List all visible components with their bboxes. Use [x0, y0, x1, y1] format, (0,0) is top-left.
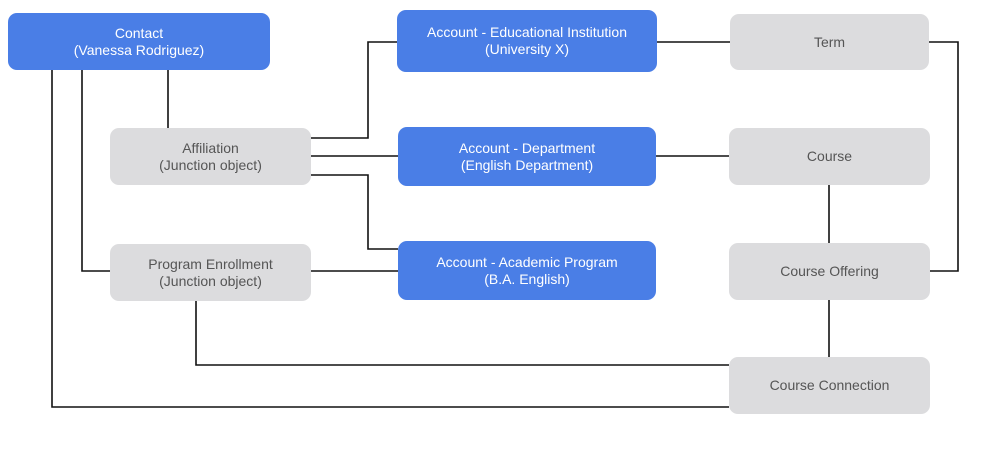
- node-contact-subtitle: (Vanessa Rodriguez): [73, 41, 205, 58]
- node-course[interactable]: Course: [729, 128, 930, 185]
- connector-affiliation-edu: [311, 41, 397, 139]
- node-program-enrollment-title: Program Enrollment: [148, 255, 273, 272]
- node-contact-title: Contact: [114, 24, 164, 41]
- node-affiliation[interactable]: Affiliation (Junction object): [110, 128, 311, 185]
- node-term[interactable]: Term: [730, 14, 929, 70]
- connector-affiliation-academic-program: [311, 174, 398, 250]
- node-affiliation-subtitle: (Junction object): [159, 156, 262, 173]
- node-course-connection[interactable]: Course Connection: [729, 357, 930, 414]
- node-contact[interactable]: Contact (Vanessa Rodriguez): [8, 13, 270, 70]
- node-program-enrollment[interactable]: Program Enrollment (Junction object): [110, 244, 311, 301]
- node-department-subtitle: (English Department): [460, 156, 594, 173]
- node-academic-program-title: Account - Academic Program: [436, 253, 618, 270]
- connector-contact-program-enrollment: [81, 70, 110, 272]
- node-course-title: Course: [806, 148, 853, 164]
- node-educational-institution-subtitle: (University X): [484, 41, 569, 57]
- node-course-offering[interactable]: Course Offering: [729, 243, 930, 300]
- node-academic-program[interactable]: Account - Academic Program (B.A. English…: [398, 241, 656, 300]
- node-program-enrollment-subtitle: (Junction object): [159, 272, 262, 289]
- node-department[interactable]: Account - Department (English Department…: [398, 127, 656, 186]
- node-educational-institution-title: Account - Educational Institution: [426, 24, 627, 40]
- node-course-connection-title: Course Connection: [769, 377, 890, 393]
- connector-term-course-offering: [929, 41, 959, 272]
- node-term-title: Term: [813, 33, 846, 50]
- node-course-offering-title: Course Offering: [780, 263, 879, 279]
- node-department-title: Account - Department: [458, 139, 596, 156]
- connector-progenroll-course-connection: [195, 301, 729, 366]
- node-educational-institution[interactable]: Account - Educational Institution (Unive…: [397, 10, 657, 72]
- connector-contact-course-connection: [51, 70, 729, 408]
- node-academic-program-subtitle: (B.A. English): [484, 270, 570, 287]
- node-affiliation-title: Affiliation: [182, 139, 239, 156]
